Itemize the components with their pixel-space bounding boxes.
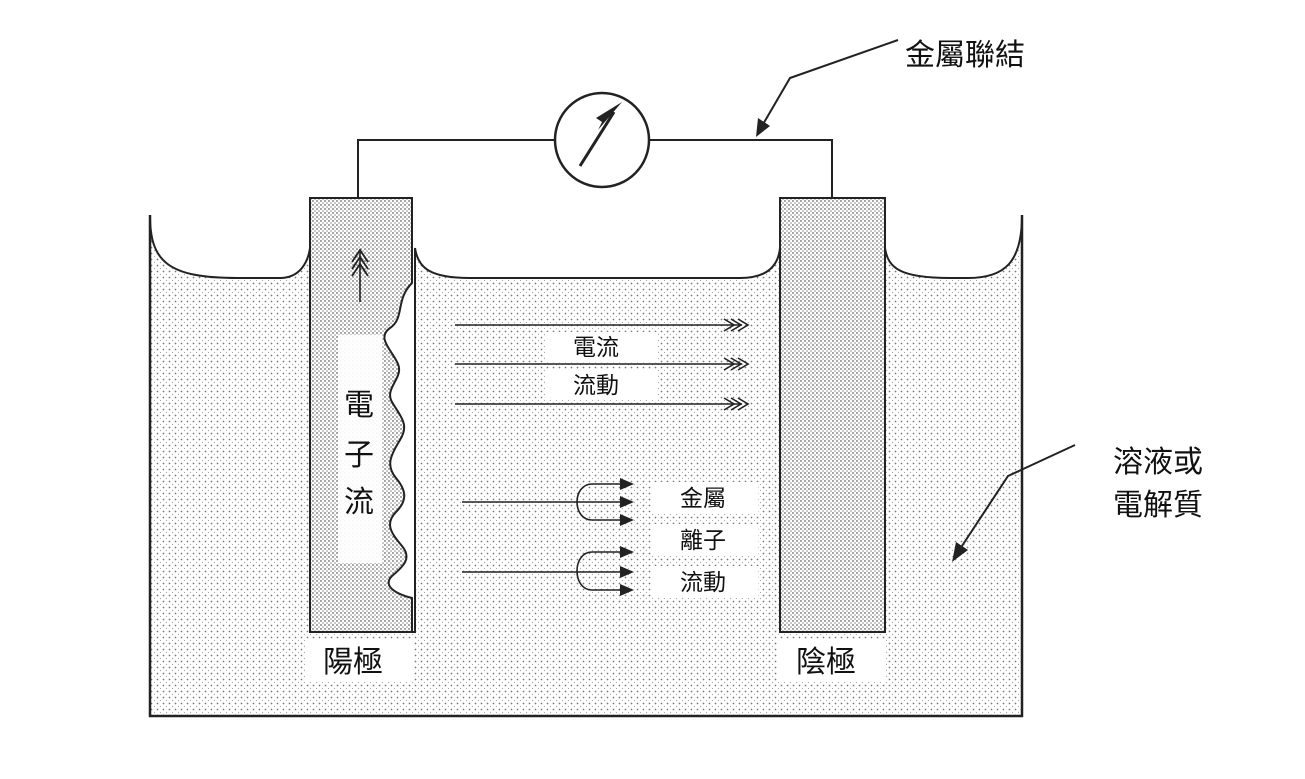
metal-ion-flow-arrows bbox=[462, 478, 634, 596]
container-outline bbox=[148, 215, 1024, 718]
current-flow-label-bg-2 bbox=[545, 370, 657, 400]
metal-ion-label-bg-2 bbox=[652, 524, 758, 556]
metal-ion-label-bg-3 bbox=[652, 566, 758, 598]
metal-connection-label: 金屬聯結 bbox=[905, 38, 1025, 73]
anode-label-bg bbox=[305, 640, 413, 682]
metal-ion-label-2: 離子 bbox=[680, 528, 726, 554]
solution-pointer bbox=[952, 444, 1076, 562]
electron-flow-label-bg bbox=[338, 335, 382, 563]
current-flow-label-1: 電流 bbox=[573, 335, 619, 361]
ammeter-gauge-icon bbox=[553, 91, 651, 189]
metal-connection-pointer bbox=[756, 39, 899, 137]
cathode-electrode bbox=[779, 197, 886, 633]
current-flow-label-bg bbox=[545, 332, 657, 362]
electron-flow-arrow bbox=[351, 248, 369, 302]
metal-ion-label-3: 流動 bbox=[680, 570, 726, 596]
solution-label-line1: 溶液或 bbox=[1113, 445, 1203, 480]
external-wire bbox=[357, 139, 833, 198]
cathode-label-bg bbox=[778, 640, 886, 682]
electron-flow-label-3: 流 bbox=[344, 485, 374, 520]
current-flow-label-2: 流動 bbox=[573, 373, 619, 399]
electron-flow-label-1: 電 bbox=[344, 388, 374, 423]
cathode-label: 陰極 bbox=[796, 645, 856, 680]
anode-label: 陽極 bbox=[323, 645, 383, 680]
solution-label-line2: 電解質 bbox=[1113, 488, 1203, 523]
current-flow-arrows bbox=[455, 318, 750, 411]
metal-ion-label-bg-1 bbox=[652, 482, 758, 514]
metal-ion-label-1: 金屬 bbox=[680, 486, 726, 512]
electron-flow-label-2: 子 bbox=[344, 438, 374, 473]
electrolyte-solution bbox=[149, 214, 1023, 717]
